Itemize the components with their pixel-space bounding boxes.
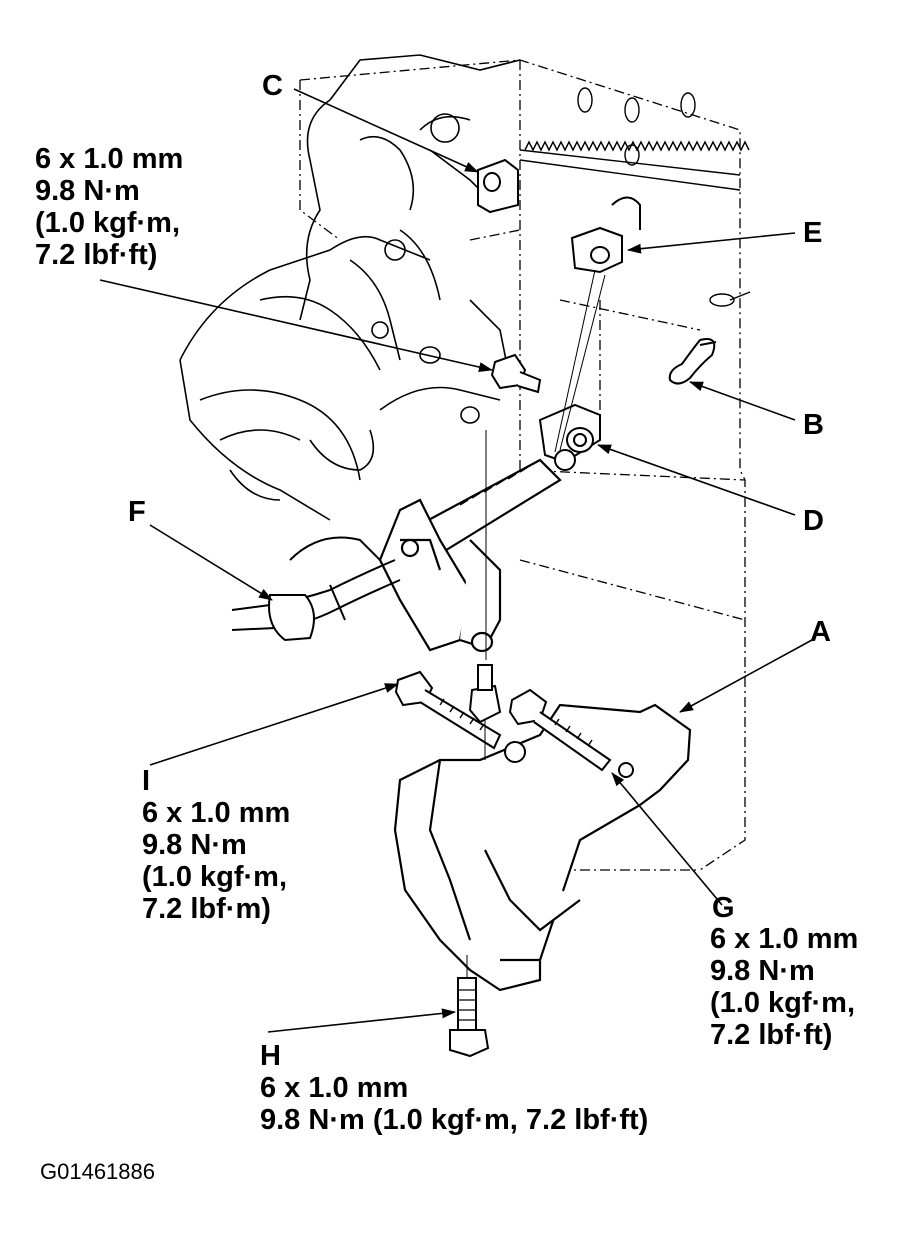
spec-line: 7.2 lbf·ft)	[710, 1019, 833, 1051]
spec-i: 6 x 1.0 mm 9.8 N·m (1.0 kgf·m, 7.2 lbf·m…	[142, 797, 290, 925]
callout-e: E	[803, 217, 823, 249]
part-c-bracket	[477, 158, 519, 214]
part-b-clip	[668, 338, 717, 385]
part-e-clip	[570, 196, 641, 274]
callout-a: A	[810, 616, 832, 648]
spec-line: 7.2 lbf·m)	[142, 893, 271, 925]
arrow-a	[679, 639, 813, 713]
arrow-top-bolt	[99, 279, 493, 372]
slave-cylinder	[378, 458, 562, 653]
bolt-h	[449, 977, 490, 1058]
spec-line: (1.0 kgf·m,	[142, 861, 288, 893]
arrow-g	[611, 772, 723, 906]
part-f-fluid-line	[231, 536, 401, 642]
spec-h: 6 x 1.0 mm 9.8 N·m (1.0 kgf·m, 7.2 lbf·f…	[260, 1072, 648, 1136]
ring-gear	[519, 87, 751, 307]
spec-line: 9.8 N·m	[142, 829, 247, 861]
spec-g: 6 x 1.0 mm 9.8 N·m (1.0 kgf·m, 7.2 lbf·f…	[710, 923, 858, 1051]
arrow-b	[689, 381, 796, 421]
callout-c: C	[262, 70, 284, 102]
engine-housing	[179, 54, 521, 521]
spec-line: (1.0 kgf·m,	[710, 987, 856, 1019]
figure-id: G01461886	[40, 1159, 155, 1184]
arrow-f	[149, 524, 273, 601]
upper-bolt	[490, 353, 542, 394]
arrow-e	[627, 232, 796, 254]
part-d-pushrod-end	[538, 403, 601, 471]
callout-h: H	[260, 1040, 282, 1072]
spec-line: 9.8 N·m (1.0 kgf·m, 7.2 lbf·ft)	[260, 1104, 649, 1136]
callout-f: F	[128, 496, 147, 528]
spec-line: 6 x 1.0 mm	[260, 1072, 409, 1104]
leader-arrows	[99, 88, 813, 1033]
spec-line: 7.2 lbf·ft)	[35, 239, 158, 271]
callout-b: B	[803, 409, 825, 441]
callout-g: G	[712, 892, 735, 924]
spec-top-left: 6 x 1.0 mm 9.8 N·m (1.0 kgf·m, 7.2 lbf·f…	[35, 143, 183, 271]
spec-line: 9.8 N·m	[710, 955, 815, 987]
arrow-i	[149, 683, 399, 766]
spec-line: 9.8 N·m	[35, 175, 140, 207]
spec-line: 6 x 1.0 mm	[710, 923, 859, 955]
callout-i: I	[142, 765, 151, 797]
alignment-lines	[466, 269, 606, 978]
part-a-cover	[393, 703, 692, 992]
spec-line: 6 x 1.0 mm	[142, 797, 291, 829]
arrow-d	[597, 444, 796, 516]
arrow-h	[267, 1008, 456, 1033]
arrow-c	[293, 88, 479, 173]
callout-d: D	[803, 505, 825, 537]
center-bolt	[468, 664, 526, 763]
spec-line: 6 x 1.0 mm	[35, 143, 184, 175]
spec-line: (1.0 kgf·m,	[35, 207, 181, 239]
